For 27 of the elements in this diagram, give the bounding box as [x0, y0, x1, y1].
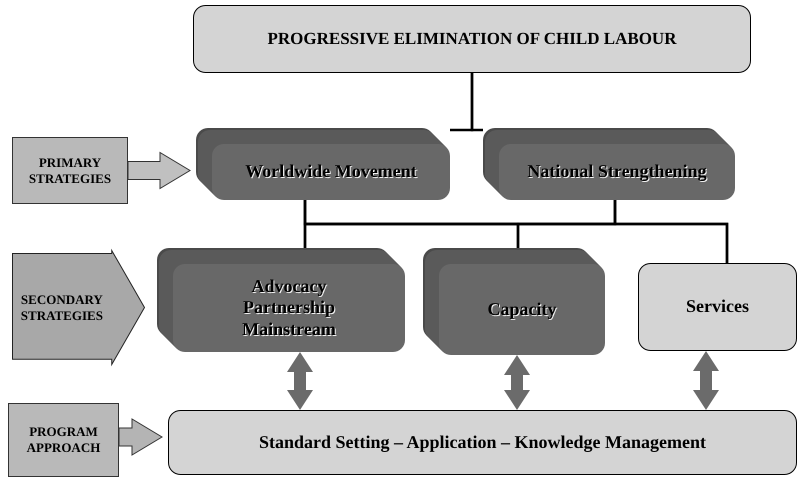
label-box: [8, 403, 119, 477]
block-arrow: [128, 152, 191, 190]
row-label: PROGRAM APPROACH: [26, 424, 102, 456]
box-label: National Strengthening: [527, 161, 707, 183]
process-box: [638, 263, 797, 351]
raised-box: [196, 128, 450, 200]
process-box: [168, 410, 797, 475]
box-label: Worldwide Movement: [245, 161, 417, 183]
raised-box: [157, 248, 405, 352]
process-box: [193, 5, 751, 73]
raised-box: [423, 248, 605, 355]
block-arrow: [118, 418, 163, 456]
double-arrow: [287, 352, 313, 410]
double-arrow: [693, 351, 719, 410]
raised-box: [483, 128, 735, 200]
box-label: Capacity: [488, 298, 556, 320]
double-arrow: [504, 355, 530, 410]
label-box: [12, 137, 128, 204]
block-arrow-label: [12, 250, 145, 365]
box-label: Services: [686, 296, 749, 318]
row-label: PRIMARY STRATEGIES: [28, 154, 112, 186]
box-label: PROGRESSIVE ELIMINATION OF CHILD LABOUR: [267, 28, 676, 50]
connector-line: [614, 200, 728, 263]
connector-line: [470, 73, 483, 132]
box-label: Standard Setting – Application – Knowledge Management: [258, 432, 706, 454]
box-label: Advocacy Partnership Mainstream: [241, 276, 337, 340]
row-label: SECONDARY STRATEGIES: [20, 292, 104, 324]
